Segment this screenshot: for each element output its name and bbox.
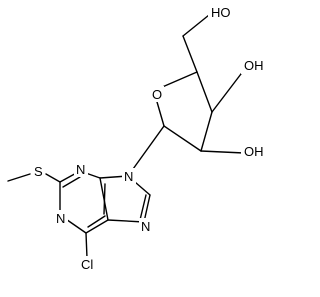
structure-canvas: HO OH OH O S N N N N Cl (7, 4, 267, 272)
bond-c6-c5 (85, 219, 109, 234)
bond-c2-c1 (163, 125, 202, 152)
bond-ho-c5 (182, 14, 210, 37)
bond-o4-c4 (159, 71, 198, 89)
bond-n3-c2-double (62, 176, 81, 188)
ho-top-label: HO (211, 5, 231, 20)
atom-oh-right-upper: OH (241, 58, 267, 74)
oh-right-upper-label: OH (244, 58, 264, 73)
bond-c3-c2 (200, 111, 213, 152)
bond-c2-oh (200, 150, 245, 154)
bond-c2-s (45, 173, 61, 183)
s-label: S (34, 164, 43, 179)
atom-s: S (31, 163, 45, 179)
bond-c4-c5-inner (103, 183, 106, 215)
atom-n9: N (122, 168, 136, 184)
bond-c8-n7-double (139, 194, 147, 221)
bond-c4-c3 (196, 71, 213, 113)
n9-label: N (124, 169, 133, 184)
atom-n7: N (139, 218, 153, 234)
bond-c5-c4 (182, 35, 198, 73)
oh-right-lower-label: OH (244, 144, 264, 159)
atom-oh-right-lower: OH (241, 143, 267, 159)
bond-s-methyl (7, 173, 31, 182)
bond-n7-c5 (107, 219, 145, 223)
bond-c3-oh (211, 69, 245, 113)
n1-label: N (56, 211, 65, 226)
n7-label: N (141, 219, 150, 234)
atom-n1: N (54, 210, 68, 226)
atom-n3: N (74, 161, 88, 177)
o-ring-label: O (152, 87, 162, 102)
bond-c6-c5-double (87, 215, 106, 228)
cl-label: Cl (81, 257, 93, 272)
bond-c8-n7 (143, 194, 151, 223)
atom-o-ring: O (150, 86, 164, 102)
bond-c1-n9 (127, 125, 165, 177)
atom-ho-top: HO (208, 4, 232, 20)
bond-c6-cl (85, 232, 88, 259)
n3-label: N (76, 162, 85, 177)
molecule-structure: HO OH OH O S N N N N Cl (7, 4, 267, 272)
atom-cl: Cl (79, 256, 99, 272)
